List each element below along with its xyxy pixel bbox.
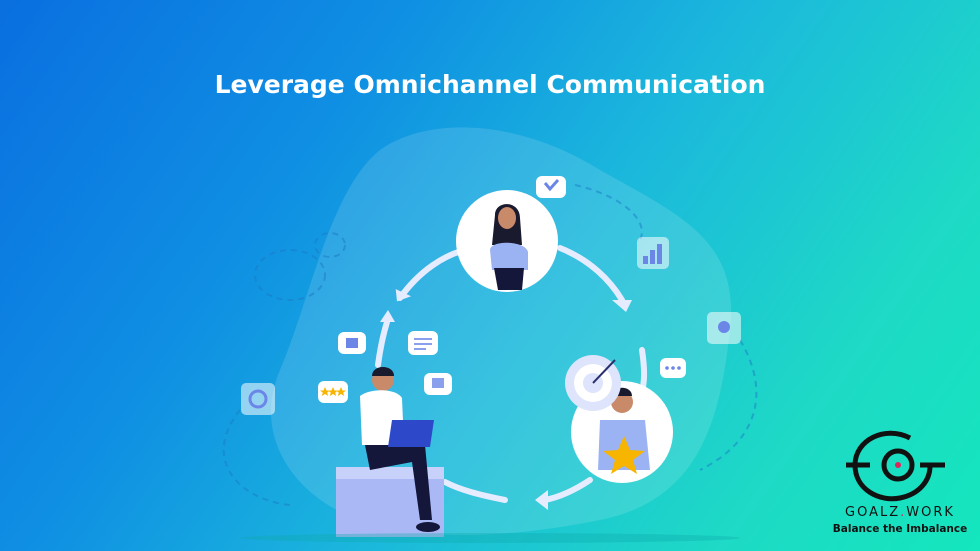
logo-name-part1: GOALZ [845,505,901,520]
gear-glyph [248,389,268,409]
woman-avatar [456,190,558,292]
rating-stars-icon [320,387,346,396]
star-icon [603,436,645,474]
check-icon [543,179,560,192]
thumbs-down-icon [432,378,444,388]
gears-icon [241,383,275,415]
man-avatar [571,381,673,483]
logo-name-dot: . [900,505,907,520]
ellipsis-icon [665,366,681,370]
dashed-decoration [222,184,758,506]
text-lines-icon [414,338,432,350]
logo-name-part2: WORK [906,505,955,520]
target-icon [565,355,621,411]
arrow-heads [380,289,632,510]
logo-center-dot [895,462,901,468]
goalz-work-logo: GOALZ.WORK Balance the Imbalance [830,503,970,535]
bar-chart-bars [643,244,662,264]
lightbulb-glyph [718,321,730,333]
logo-tagline: Balance the Imbalance [832,523,968,535]
ground-shadow [240,533,740,543]
seated-man [336,367,444,537]
page-title: Leverage Omnichannel Communication [214,70,766,99]
goalz-logo-mark [846,430,945,502]
thumbs-up-icon [346,338,358,348]
logo-name: GOALZ.WORK [830,505,970,520]
